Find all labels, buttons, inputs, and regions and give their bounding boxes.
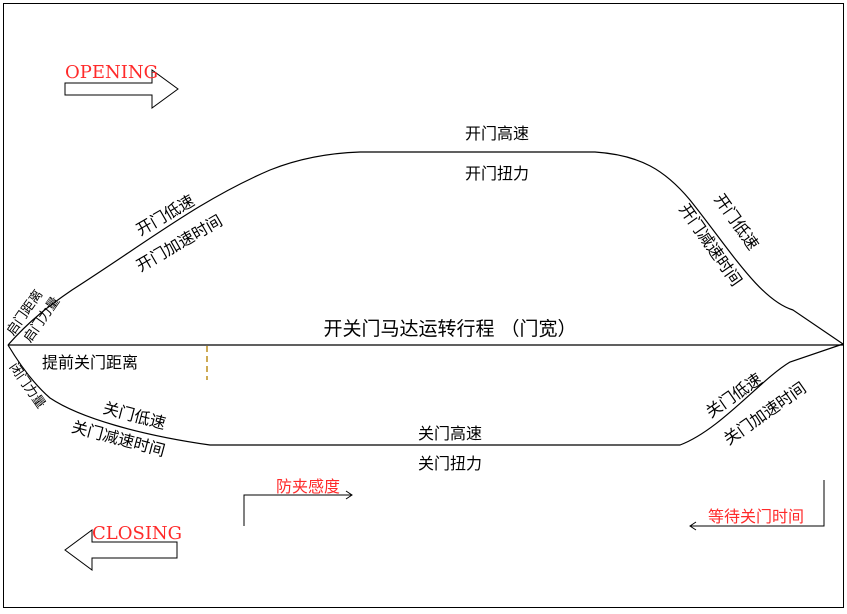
wait-close-bracket — [690, 480, 825, 527]
wait-close-label: 等待关门时间 — [708, 507, 804, 526]
closing-arrow-icon — [64, 529, 178, 571]
closing-label: CLOSING — [92, 523, 182, 544]
early-close-distance-label: 提前关门距离 — [42, 353, 138, 372]
opening-torque-label: 开门扭力 — [465, 164, 529, 183]
opening-high-speed-label: 开门高速 — [465, 124, 529, 143]
diagram-frame — [3, 3, 844, 608]
closing-high-speed-label: 关门高速 — [418, 424, 482, 443]
anti-pinch-label: 防夹感度 — [276, 477, 340, 496]
opening-label: OPENING — [65, 62, 158, 83]
wait-close-arrowhead-icon — [689, 521, 697, 531]
travel-label: 开关门马达运转行程 （门宽） — [323, 318, 576, 340]
anti-pinch-bracket — [243, 494, 352, 526]
opening-profile-curve — [7, 151, 844, 346]
closing-torque-label: 关门扭力 — [418, 454, 482, 473]
closing-profile-curve — [7, 343, 844, 446]
opening-arrow-icon — [64, 69, 179, 109]
anti-pinch-arrowhead-icon — [345, 490, 353, 500]
